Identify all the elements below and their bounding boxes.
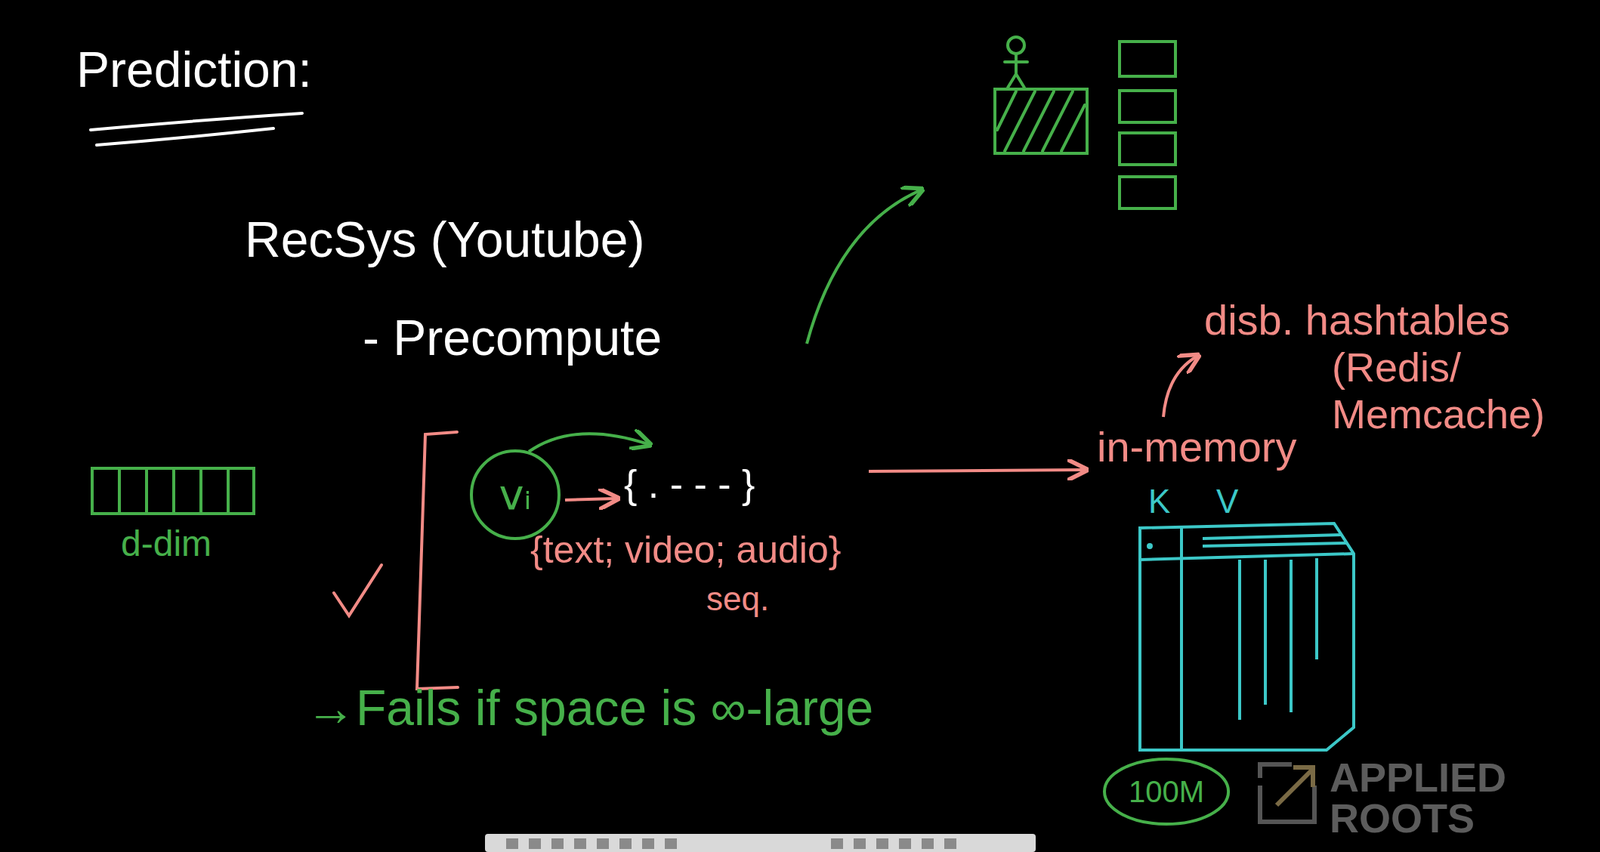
- table-outline: [1137, 483, 1357, 752]
- note: (Redis/ Memcache): [1331, 343, 1559, 438]
- note: {text; video; audio}: [530, 528, 841, 573]
- set-notation: { . - - - }: [623, 462, 755, 508]
- user-illustration: [994, 37, 1176, 209]
- list-item: - Precompute: [362, 309, 662, 368]
- watermark: APPLIED ROOTS: [1329, 756, 1579, 839]
- kv-table: KV: [1137, 483, 1357, 752]
- vector-circle: vᵢ: [469, 448, 562, 541]
- note: disb. hashtables: [1204, 296, 1511, 345]
- node-label: vᵢ: [498, 471, 532, 519]
- node-label: 100M: [1128, 775, 1205, 809]
- column-header: K: [1148, 483, 1171, 520]
- column-header: V: [1216, 483, 1239, 520]
- note: →Fails if space is ∞-large: [305, 679, 874, 738]
- toolbar-icons: [506, 838, 957, 850]
- title-underline: [90, 113, 303, 146]
- arrow: [868, 469, 1085, 472]
- arrow: [565, 498, 616, 501]
- curved-arrow: [806, 190, 921, 344]
- count-circle: 100M: [1102, 756, 1231, 827]
- watermark-logo: [1260, 764, 1315, 822]
- note: seq.: [706, 580, 770, 619]
- check-mark: [333, 565, 382, 616]
- dimension-label: d-dim: [120, 522, 212, 565]
- heading: RecSys (Youtube): [244, 211, 646, 269]
- arrow: [1163, 356, 1197, 417]
- vector-box: [92, 468, 254, 514]
- note: in-memory: [1096, 423, 1297, 472]
- toolbar: [484, 833, 1036, 852]
- title: Prediction:: [76, 41, 312, 99]
- bracket: [416, 432, 458, 689]
- curved-arrow: [528, 433, 649, 452]
